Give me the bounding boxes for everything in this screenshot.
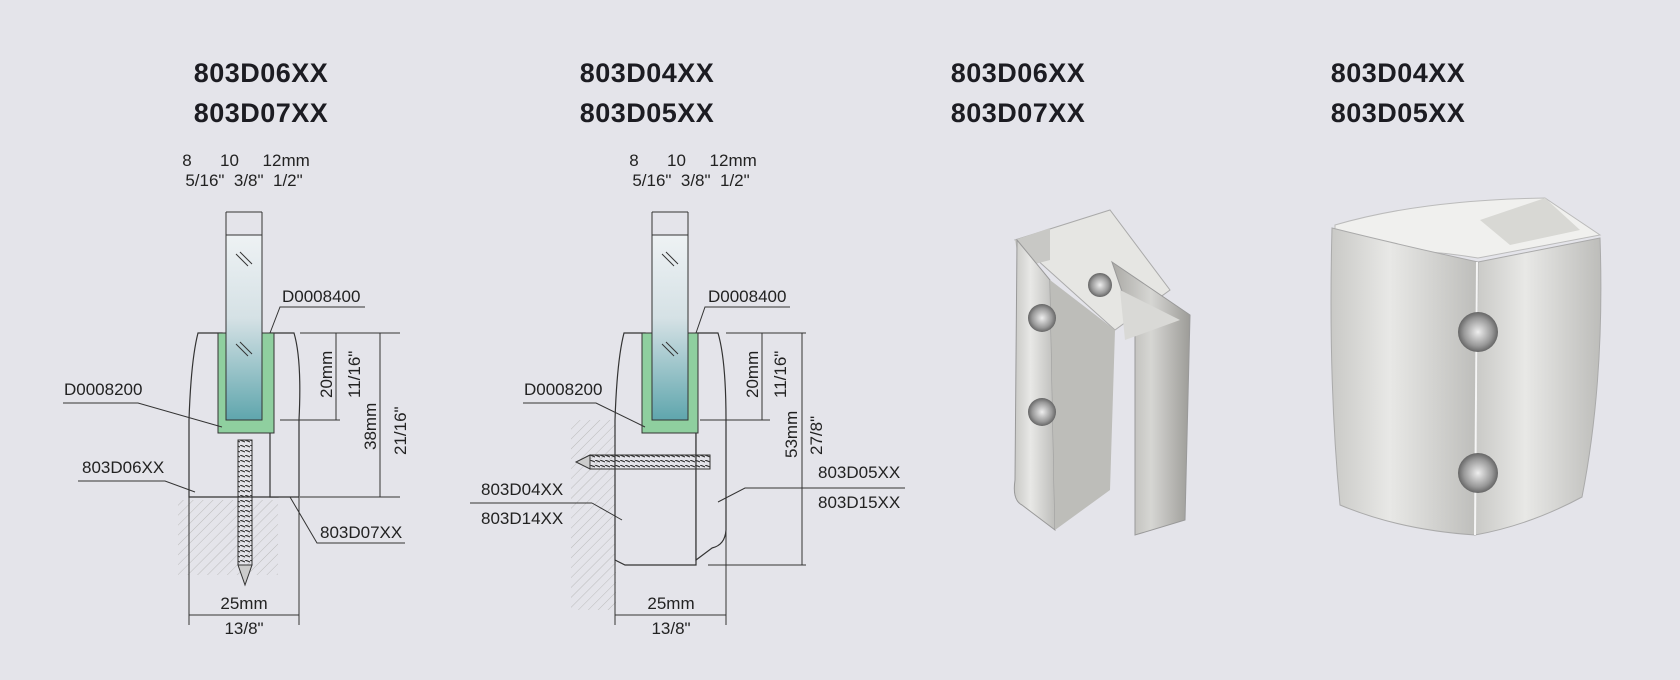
part-label: 803D06XX [82, 458, 164, 477]
screw [237, 439, 253, 566]
glass-thickness-in: 5/16" 3/8" 1/2" [632, 171, 749, 190]
part-label: 803D14XX [481, 509, 563, 528]
floor-hatch [178, 500, 278, 575]
screw-head [1458, 312, 1498, 352]
glass-thickness-in: 5/16" 3/8" 1/2" [185, 171, 302, 190]
gasket-label: D0008400 [282, 287, 360, 306]
screw-head [1028, 304, 1056, 332]
base-gasket-label: D0008200 [524, 380, 602, 399]
part-label: 803D07XX [320, 523, 402, 542]
width-mm: 25mm [220, 594, 267, 613]
screw-head [1028, 398, 1056, 426]
depth-in: 11/16" [771, 351, 790, 398]
screw-head [1088, 273, 1112, 297]
gasket-label: D0008400 [708, 287, 786, 306]
height-in: 27/8" [807, 416, 826, 455]
column-heading-1: 803D06XX 803D07XX [194, 58, 329, 128]
glass-thickness-mm: 8 10 12mm [629, 151, 757, 170]
screw-head [1458, 453, 1498, 493]
product-photo-large-clamp [1330, 197, 1602, 536]
screw [589, 454, 711, 470]
height-in: 21/16" [391, 406, 410, 455]
wall-hatch [571, 420, 616, 610]
model-code: 803D06XX [194, 58, 329, 88]
section-drawing-wall-mount: 8 10 12mm 5/16" 3/8" 1/2" D0008400 D0008… [470, 151, 905, 638]
column-heading-3: 803D06XX 803D07XX [951, 58, 1086, 128]
glass-thickness-mm: 8 10 12mm [182, 151, 310, 170]
width-in: 13/8" [651, 619, 690, 638]
model-code: 803D05XX [580, 98, 715, 128]
height-mm: 53mm [782, 411, 801, 458]
model-code: 803D05XX [1331, 98, 1466, 128]
part-label: 803D15XX [818, 493, 900, 512]
depth-in: 11/16" [345, 351, 364, 398]
part-label: 803D04XX [481, 480, 563, 499]
section-drawing-floor-mount: 8 10 12mm 5/16" 3/8" 1/2" D0008400 D0008… [63, 151, 410, 638]
width-in: 13/8" [224, 619, 263, 638]
product-photo-small-clamp [1013, 209, 1191, 536]
model-code: 803D07XX [194, 98, 329, 128]
width-mm: 25mm [647, 594, 694, 613]
column-heading-4: 803D04XX 803D05XX [1331, 58, 1466, 128]
depth-mm: 20mm [317, 351, 336, 398]
column-heading-2: 803D04XX 803D05XX [580, 58, 715, 128]
model-code: 803D06XX [951, 58, 1086, 88]
glass-panel [651, 234, 689, 421]
base-gasket-label: D0008200 [64, 380, 142, 399]
model-code: 803D04XX [580, 58, 715, 88]
part-label: 803D05XX [818, 463, 900, 482]
glass-panel [225, 234, 263, 421]
height-mm: 38mm [361, 403, 380, 450]
model-code: 803D07XX [951, 98, 1086, 128]
depth-mm: 20mm [743, 351, 762, 398]
model-code: 803D04XX [1331, 58, 1466, 88]
